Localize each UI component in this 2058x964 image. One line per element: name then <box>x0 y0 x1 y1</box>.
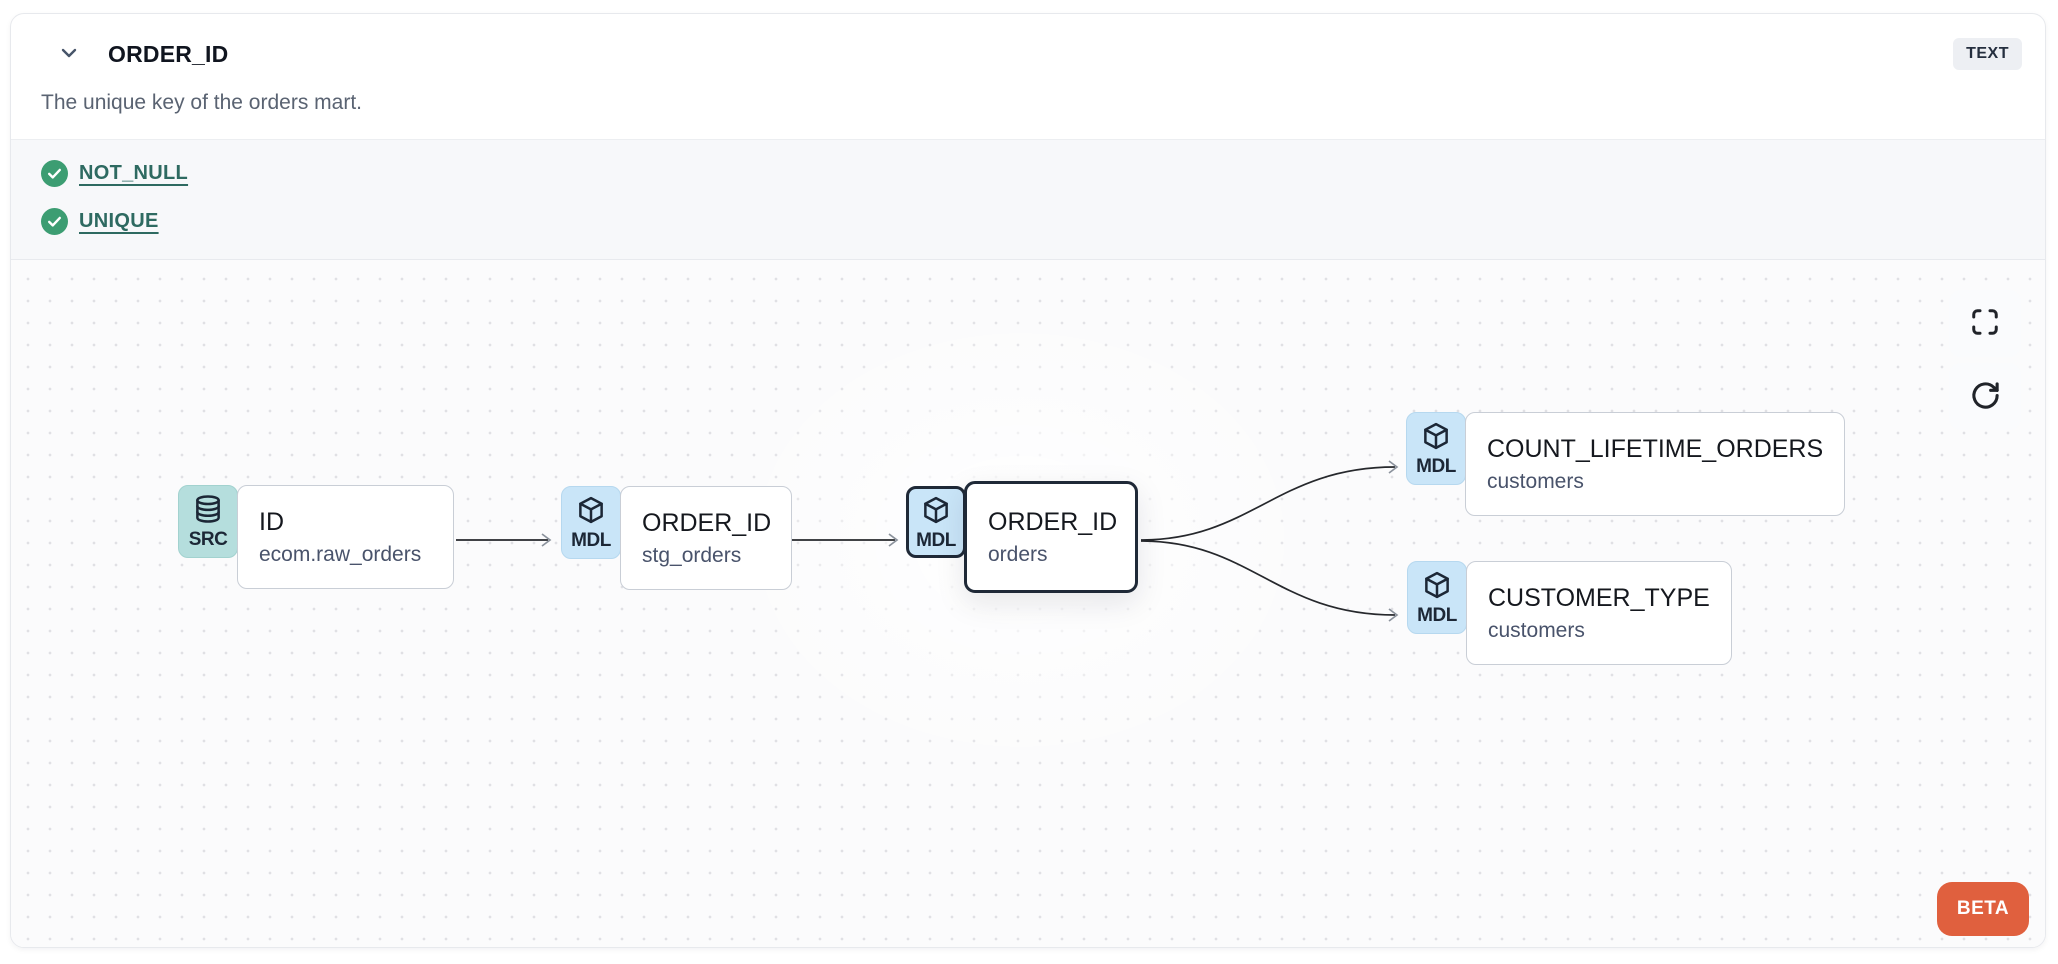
test-row: UNIQUE <box>41 208 2045 235</box>
fullscreen-button[interactable] <box>1949 290 2021 357</box>
cube-icon <box>576 495 606 530</box>
node-subtitle: customers <box>1487 469 1584 493</box>
lineage-node-stg-orders[interactable]: MDL ORDER_ID stg_orders <box>561 486 792 590</box>
tests-section: NOT_NULL UNIQUE <box>11 139 2045 260</box>
header: ORDER_ID TEXT <box>11 14 2045 70</box>
edge-arrowhead <box>1388 608 1399 622</box>
node-subtitle: stg_orders <box>642 543 742 567</box>
node-subtitle: orders <box>988 542 1048 566</box>
model-badge: MDL <box>906 486 966 558</box>
node-card: ORDER_ID stg_orders <box>620 486 792 590</box>
badge-label: MDL <box>1417 605 1457 626</box>
column-title: ORDER_ID <box>108 40 229 67</box>
badge-label: MDL <box>916 529 956 551</box>
cube-icon <box>1421 421 1451 456</box>
lineage-node-count-lifetime-orders[interactable]: MDL COUNT_LIFETIME_ORDERS customers <box>1406 412 1846 516</box>
node-title: COUNT_LIFETIME_ORDERS <box>1487 434 1824 463</box>
test-link-unique[interactable]: UNIQUE <box>79 210 159 232</box>
node-title: ID <box>259 507 284 536</box>
edge-arrowhead <box>541 533 552 547</box>
fullscreen-icon <box>1970 307 2000 340</box>
lineage-node-source-id[interactable]: SRC ID ecom.raw_orders <box>178 485 454 589</box>
model-badge: MDL <box>1407 561 1467 634</box>
model-badge: MDL <box>1406 412 1466 485</box>
node-card: COUNT_LIFETIME_ORDERS customers <box>1465 412 1846 516</box>
lineage-node-orders-selected[interactable]: MDL ORDER_ID orders <box>906 481 1138 593</box>
refresh-icon <box>1970 380 2001 414</box>
model-badge: MDL <box>561 486 621 559</box>
lineage-edges <box>456 460 1399 622</box>
node-subtitle: customers <box>1488 618 1585 642</box>
lineage-canvas[interactable]: SRC ID ecom.raw_orders MDL ORDER_ID stg_… <box>11 260 2045 947</box>
edge-arrowhead <box>1388 460 1399 474</box>
node-title: ORDER_ID <box>642 508 772 537</box>
check-circle-icon <box>41 160 68 187</box>
refresh-button[interactable] <box>1949 363 2021 430</box>
node-subtitle: ecom.raw_orders <box>259 542 422 566</box>
database-icon <box>193 494 223 529</box>
edge <box>1140 466 1396 541</box>
check-circle-icon <box>41 208 68 235</box>
collapse-button[interactable] <box>56 41 82 67</box>
source-badge: SRC <box>178 485 238 558</box>
column-detail-panel: ORDER_ID TEXT The unique key of the orde… <box>10 13 2046 948</box>
lineage-node-customer-type[interactable]: MDL CUSTOMER_TYPE customers <box>1407 561 1732 665</box>
node-card: ORDER_ID orders <box>964 481 1138 593</box>
node-card: ID ecom.raw_orders <box>237 485 454 589</box>
canvas-controls <box>1949 290 2021 430</box>
badge-label: MDL <box>571 530 611 551</box>
column-description: The unique key of the orders mart. <box>41 91 362 114</box>
node-card: CUSTOMER_TYPE customers <box>1466 561 1732 665</box>
test-row: NOT_NULL <box>41 160 2045 187</box>
badge-label: SRC <box>188 529 228 550</box>
test-link-not-null[interactable]: NOT_NULL <box>79 162 189 184</box>
beta-badge-button[interactable]: BETA <box>1937 882 2029 936</box>
edge-arrowhead <box>888 533 899 547</box>
chevron-down-icon <box>57 41 81 68</box>
cube-icon <box>1422 570 1452 605</box>
cube-icon <box>921 495 951 530</box>
node-title: CUSTOMER_TYPE <box>1488 583 1710 612</box>
edge <box>1140 540 1396 616</box>
node-title: ORDER_ID <box>988 507 1118 536</box>
badge-label: MDL <box>1416 456 1456 477</box>
data-type-badge: TEXT <box>1953 38 2022 70</box>
